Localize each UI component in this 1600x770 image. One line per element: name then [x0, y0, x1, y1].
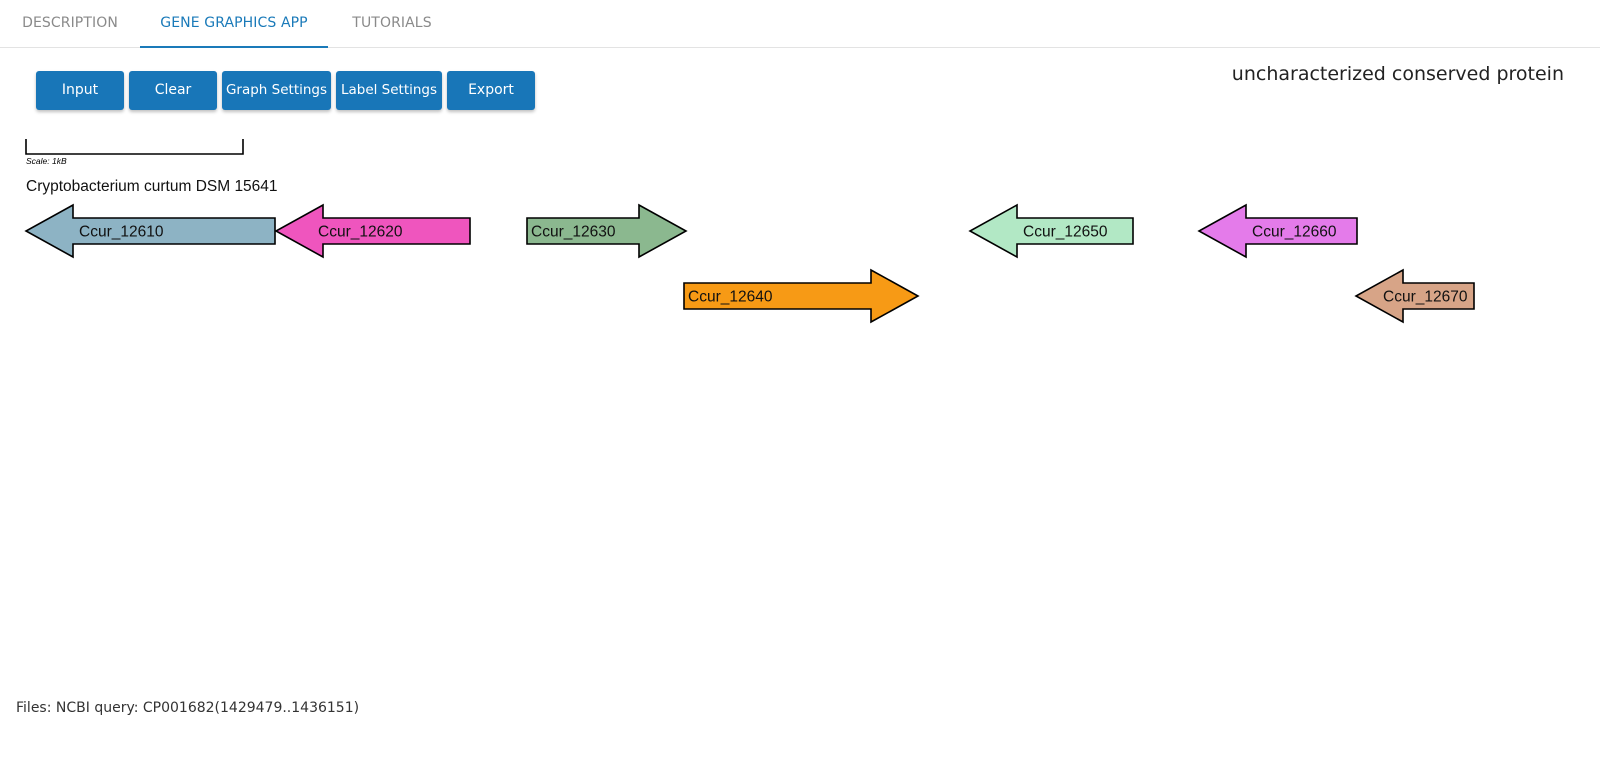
gene-graph: Scale: 1kB Cryptobacterium curtum DSM 15…: [24, 139, 1475, 324]
tab-bar: DESCRIPTION GENE GRAPHICS APP TUTORIALS: [0, 0, 1600, 48]
export-button[interactable]: Export: [447, 71, 535, 110]
tab-tutorials[interactable]: TUTORIALS: [352, 15, 432, 31]
files-info: Files: NCBI query: CP001682(1429479..143…: [16, 700, 360, 716]
clear-button[interactable]: Clear: [129, 71, 217, 110]
gene-label: Ccur_12660: [1252, 224, 1337, 241]
gene-shape[interactable]: [274, 203, 471, 259]
gene-shape[interactable]: [683, 268, 920, 324]
gene-arrow-ccur-12650[interactable]: Ccur_12650: [968, 203, 1134, 259]
tab-gene-graphics-app[interactable]: GENE GRAPHICS APP: [140, 0, 328, 48]
gene-shape[interactable]: [24, 203, 276, 259]
gene-arrow-ccur-12630[interactable]: Ccur_12630: [526, 203, 688, 259]
gene-label: Ccur_12630: [531, 224, 616, 241]
gene-label: Ccur_12640: [688, 289, 773, 306]
input-button[interactable]: Input: [36, 71, 124, 110]
gene-shape[interactable]: [1354, 268, 1475, 324]
gene-arrow-ccur-12610[interactable]: Ccur_12610: [24, 203, 276, 259]
gene-arrow-ccur-12670[interactable]: Ccur_12670: [1354, 268, 1475, 324]
gene-label: Ccur_12610: [79, 224, 164, 241]
gene-label: Ccur_12650: [1023, 224, 1108, 241]
scale-label: Scale: 1kB: [26, 156, 67, 166]
gene-shape[interactable]: [968, 203, 1134, 259]
genome-name: Cryptobacterium curtum DSM 15641: [26, 178, 278, 195]
scale-bar: [25, 139, 244, 155]
gene-arrow-ccur-12640[interactable]: Ccur_12640: [683, 268, 920, 324]
gene-shape[interactable]: [526, 203, 688, 259]
label-settings-button[interactable]: Label Settings: [336, 71, 442, 110]
tab-description[interactable]: DESCRIPTION: [22, 15, 118, 31]
gene-shape[interactable]: [1197, 203, 1358, 259]
genes-track: Ccur_12610 Ccur_12620 Ccur_12630Ccur_12640…: [24, 203, 1475, 324]
gene-label: Ccur_12620: [318, 224, 403, 241]
gene-label: Ccur_12670: [1383, 289, 1468, 306]
gene-title: uncharacterized conserved protein: [1231, 63, 1564, 85]
gene-arrow-ccur-12660[interactable]: Ccur_12660: [1197, 203, 1358, 259]
graph-settings-button[interactable]: Graph Settings: [222, 71, 331, 110]
gene-arrow-ccur-12620[interactable]: Ccur_12620: [274, 203, 471, 259]
